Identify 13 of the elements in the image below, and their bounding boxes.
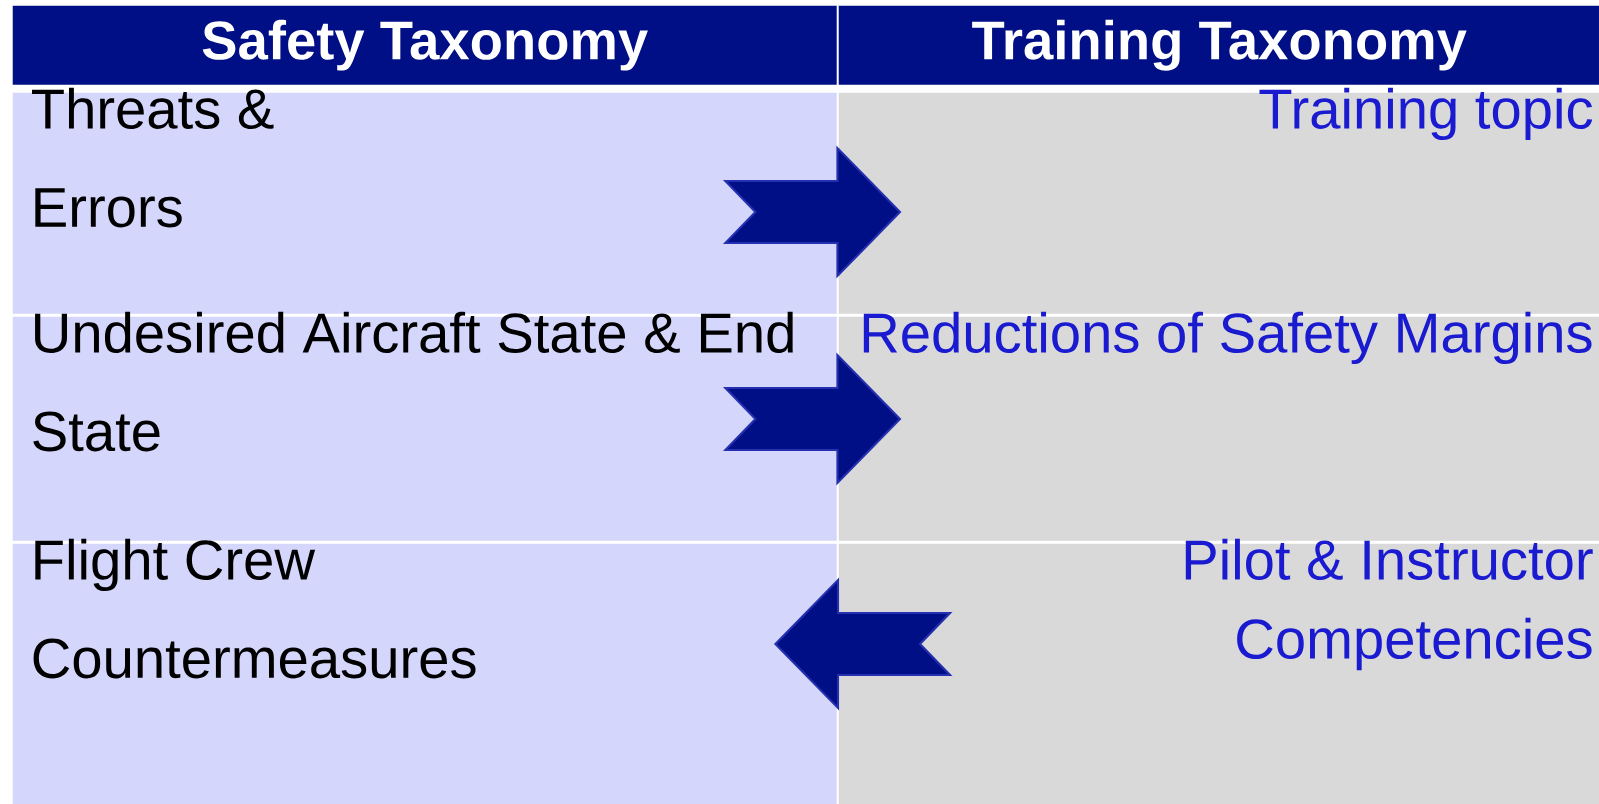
header-cell: Safety Taxonomy: [12, 5, 837, 85]
chevron-arrow: [722, 145, 902, 279]
table-cell: Pilot & Instructor Competencies: [838, 538, 1599, 804]
table-cell: Flight Crew Countermeasures: [12, 538, 837, 804]
node-label: Training Taxonomy: [972, 19, 1467, 71]
node-label: Safety Taxonomy: [202, 19, 648, 71]
node-label: Reductions of Safety Margins: [863, 311, 1592, 365]
chevron-arrow: [722, 352, 902, 486]
node-label: Flight Crew Countermeasures: [33, 538, 476, 679]
node-label: Pilot & Instructor Competencies: [1185, 538, 1593, 671]
chevron-arrow: [773, 577, 953, 711]
node-label: Undesired Aircraft State & End State: [33, 311, 793, 452]
header-cell: Training Taxonomy: [838, 5, 1599, 85]
